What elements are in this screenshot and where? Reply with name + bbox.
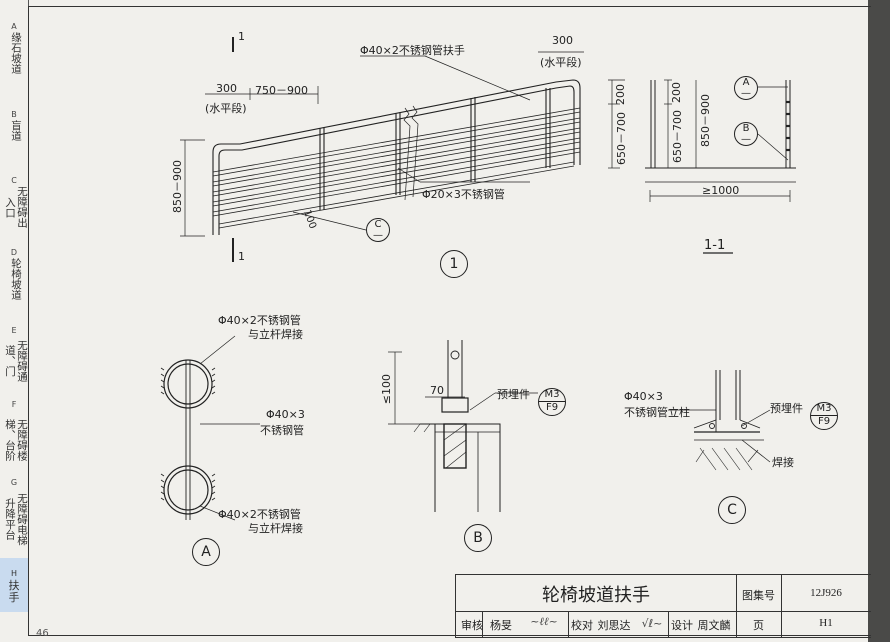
handrail-label: Φ40×2不锈钢管扶手: [360, 44, 465, 57]
page-number: 46: [36, 628, 49, 639]
design-label: 设计: [671, 619, 693, 632]
detail-c-embed-label: 预埋件: [770, 402, 803, 415]
sidebar-item-h[interactable]: H 扶手: [0, 558, 28, 612]
detail-a-bot-label-1: Φ40×2不锈钢管: [218, 508, 301, 521]
sidebar-item-e[interactable]: 无障碍通道、门: [4, 340, 28, 382]
drawing-1-title: 1: [440, 250, 468, 278]
chapter-sidebar: A 缘石坡道 B 盲道 C 无障碍出入口 D 轮椅坡道 E 无障碍通道、门 F …: [0, 0, 29, 612]
detail-c-weld-label: 焊接: [772, 456, 794, 469]
detail-a-mid-label-1: Φ40×3: [266, 408, 305, 421]
design-name: 周文麟: [697, 619, 731, 632]
callout-a-letter: A: [742, 77, 750, 88]
sidebar-item-c[interactable]: 无障碍出入口: [4, 186, 28, 228]
section-mark-top: 1: [238, 30, 245, 43]
drawing-sheet: [0, 0, 870, 642]
detail-a-top-label-1: Φ40×2不锈钢管: [218, 314, 301, 327]
sidebar-letter-h: H: [10, 569, 17, 578]
railing-height-dim: 850－900: [171, 160, 184, 213]
detail-a-mid-label-2: 不锈钢管: [260, 424, 304, 437]
sheet-title: 轮椅坡道扶手: [542, 585, 650, 606]
callout-b-letter: B: [742, 123, 750, 134]
sidebar-letter-b: B: [11, 110, 17, 119]
callout-b-dash: —: [741, 134, 751, 145]
section-1-1-linework: [645, 79, 796, 254]
page-label: 页: [753, 619, 764, 632]
detail-c-post-label-1: Φ40×3: [624, 390, 663, 403]
detail-c-title: C: [718, 496, 746, 524]
detail-c-post-label-2: 不锈钢管立柱: [624, 406, 690, 419]
sidebar-item-a[interactable]: 缘石坡道: [10, 32, 22, 74]
horizontal-right-note: (水平段): [540, 56, 582, 69]
sidebar-letter-a: A: [11, 22, 17, 31]
page-code: H1: [819, 617, 833, 629]
callout-c-letter: C: [374, 219, 382, 230]
detail-c-ref-top: M3: [811, 403, 837, 416]
sidebar-letter-g: G: [10, 478, 18, 487]
section-height-dim: 850－900: [699, 94, 712, 147]
check-label: 校对: [571, 619, 593, 632]
detail-b-embed-label: 预埋件: [497, 388, 530, 401]
detail-c-ref-marker[interactable]: M3 F9: [810, 402, 838, 430]
check-signature: √ℓ~: [641, 617, 663, 630]
top-offset-dim: 200: [614, 84, 627, 105]
horizontal-left-note: (水平段): [205, 102, 247, 115]
detail-c-linework: [668, 370, 771, 471]
callout-c-dash: —: [373, 230, 383, 241]
section-top-offset-dim: 200: [670, 82, 683, 103]
section-title: 1-1: [704, 238, 726, 253]
sidebar-item-b[interactable]: 盲道: [10, 120, 22, 141]
atlas-number: 12J926: [810, 587, 842, 599]
title-block: 轮椅坡道扶手 图集号 12J926 页 H1 审核 杨旻 ~ℓℓ~ 校对 刘思达…: [455, 574, 871, 638]
horizontal-right-dim: 300: [552, 34, 573, 47]
atlas-label: 图集号: [742, 589, 775, 602]
detail-b-linework: [388, 340, 538, 512]
detail-a-title: A: [192, 538, 220, 566]
callout-a-marker[interactable]: A —: [734, 76, 758, 100]
detail-b-height-dim: ≤100: [380, 374, 393, 405]
sidebar-item-f[interactable]: 无障碍楼梯、台阶: [4, 419, 28, 461]
page-edge: [868, 0, 890, 642]
detail-a-linework: [160, 335, 260, 521]
review-name: 杨旻: [490, 619, 512, 632]
detail-a-top-label-2: 与立杆焊接: [248, 328, 303, 341]
review-signature: ~ℓℓ~: [530, 615, 558, 628]
section-mid-height-dim: 650－700: [671, 110, 684, 163]
railing-elevation: [180, 37, 625, 262]
drawing-frame: [28, 6, 871, 636]
span-dim: 750－900: [255, 84, 308, 97]
callout-c-marker[interactable]: C —: [366, 218, 390, 242]
sidebar-letter-e: E: [11, 326, 17, 335]
sidebar-letter-c: C: [11, 176, 17, 185]
review-label: 审核: [461, 619, 483, 632]
detail-b-ref-bottom: F9: [545, 402, 559, 413]
sidebar-letter-f: F: [11, 400, 17, 409]
check-name: 刘思达: [597, 619, 631, 632]
callout-b-marker[interactable]: B —: [734, 122, 758, 146]
sidebar-letter-d: D: [10, 248, 18, 257]
detail-b-ref-marker[interactable]: M3 F9: [538, 388, 566, 416]
horizontal-left-dim: 300: [216, 82, 237, 95]
mid-height-dim: 650－700: [615, 112, 628, 165]
sidebar-label-h: 扶手: [8, 579, 20, 604]
detail-b-width-dim: 70: [430, 384, 444, 397]
detail-c-ref-bottom: F9: [817, 416, 831, 427]
detail-b-title: B: [464, 524, 492, 552]
tube-label: Φ20×3不锈钢管: [422, 188, 505, 201]
callout-a-dash: —: [741, 88, 751, 99]
sidebar-item-g[interactable]: 无障碍电梯升降平台: [4, 492, 28, 546]
detail-b-ref-top: M3: [539, 389, 565, 402]
detail-a-bot-label-2: 与立杆焊接: [248, 522, 303, 535]
section-mark-bottom: 1: [238, 250, 245, 263]
sidebar-item-d[interactable]: 轮椅坡道: [10, 258, 22, 300]
section-width-dim: ≥1000: [702, 184, 740, 197]
